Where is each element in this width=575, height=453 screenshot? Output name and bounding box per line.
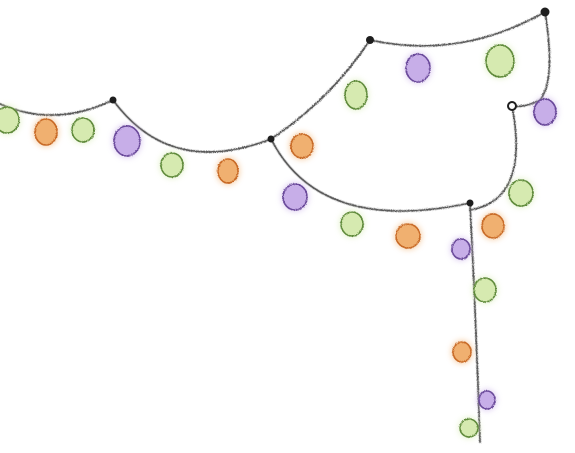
- knot: [366, 36, 374, 44]
- purple-bulb: [282, 183, 308, 211]
- wire-rising-to-top: [270, 39, 371, 140]
- green-bulb: [459, 418, 479, 438]
- purple-bulb: [113, 125, 141, 157]
- knot: [466, 199, 474, 207]
- knot: [540, 7, 550, 17]
- light-string-wires: [0, 10, 552, 444]
- hook-ring: [507, 101, 517, 111]
- light-bulbs: [0, 43, 558, 439]
- orange-bulb: [217, 158, 239, 184]
- green-bulb: [485, 44, 515, 78]
- purple-bulb: [451, 238, 471, 260]
- green-bulb: [508, 179, 534, 207]
- purple-bulb: [533, 98, 557, 126]
- wire-lower-swag: [270, 138, 471, 212]
- orange-bulb: [452, 341, 472, 363]
- orange-bulb: [395, 223, 421, 249]
- wire-middle-swag: [112, 99, 272, 153]
- knot: [109, 96, 117, 104]
- wire-top-swag: [368, 10, 547, 48]
- orange-bulb: [481, 213, 505, 239]
- green-bulb: [473, 277, 497, 303]
- knot: [267, 135, 275, 143]
- purple-bulb: [478, 390, 496, 410]
- wire-hanging-tail: [469, 202, 481, 443]
- wire-loop-right: [469, 105, 517, 211]
- green-bulb: [0, 106, 20, 134]
- green-bulb: [344, 80, 368, 110]
- wire-top-swag: [369, 11, 546, 47]
- hang-points: [109, 7, 550, 207]
- orange-bulb: [34, 118, 58, 146]
- green-bulb: [160, 152, 184, 178]
- purple-bulb: [405, 53, 431, 83]
- green-bulb: [71, 117, 95, 143]
- orange-bulb: [290, 133, 314, 159]
- green-bulb: [340, 211, 364, 237]
